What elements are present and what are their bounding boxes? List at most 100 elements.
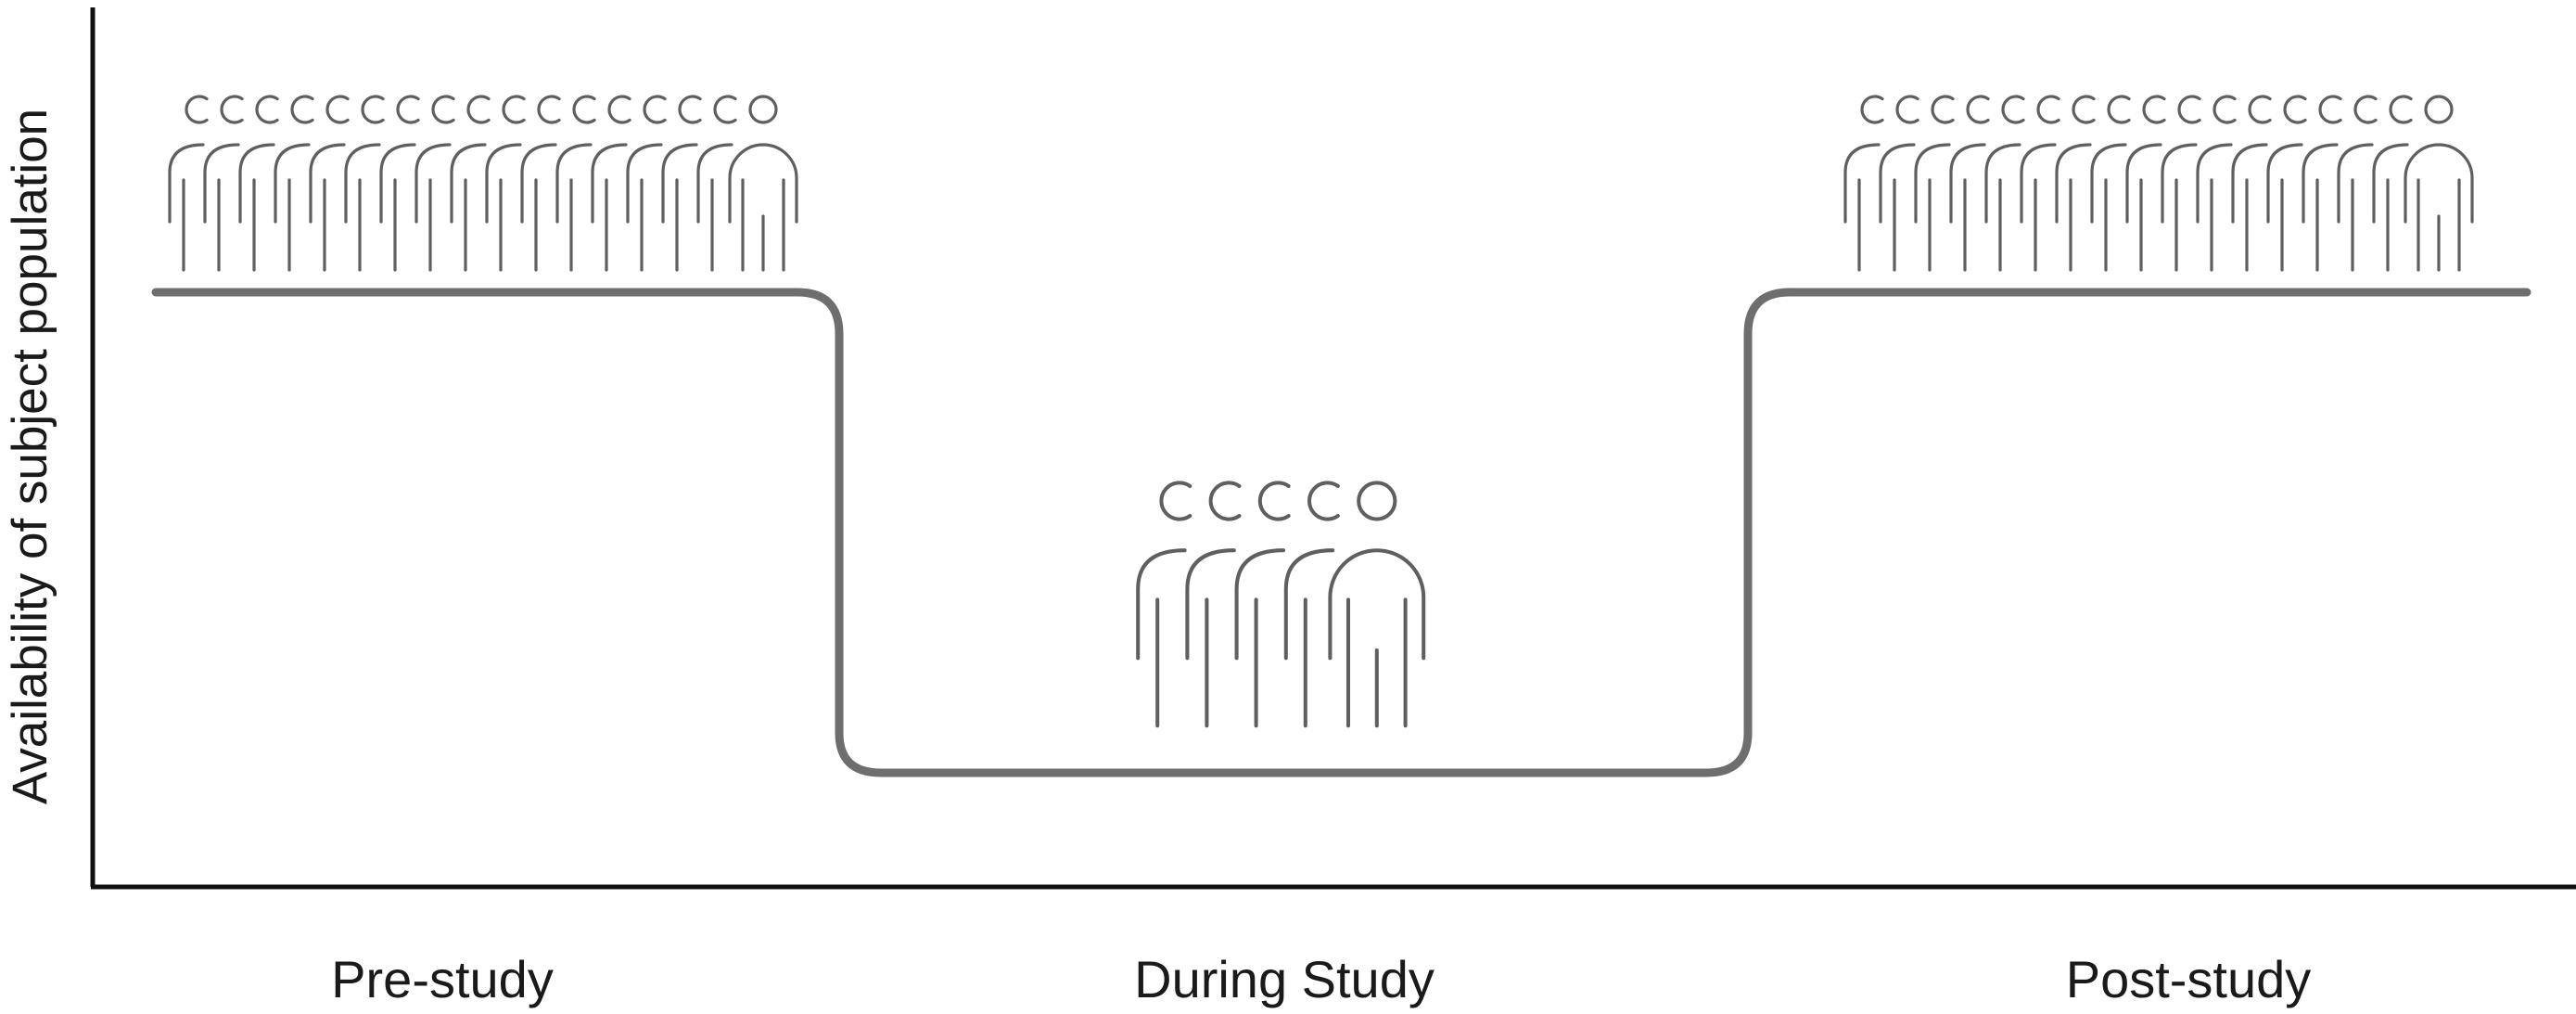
body-icon xyxy=(1984,143,2021,224)
person-icon xyxy=(2055,95,2096,272)
person-icon xyxy=(1949,95,1990,272)
phase-label-pre-study: Pre-study xyxy=(331,950,554,1008)
person-icon xyxy=(2196,95,2237,272)
head-icon xyxy=(1307,481,1340,521)
body-icon xyxy=(1328,548,1426,661)
person-icon xyxy=(2404,95,2474,272)
person-icon xyxy=(555,95,596,272)
body-icon xyxy=(1914,143,1951,224)
person-icon xyxy=(728,95,798,272)
body-icon xyxy=(520,143,557,224)
head-icon xyxy=(537,95,561,124)
person-icon xyxy=(2266,95,2307,272)
body-icon xyxy=(1185,548,1236,661)
head-icon xyxy=(1208,481,1242,521)
head-icon xyxy=(466,95,491,124)
head-icon xyxy=(2142,95,2166,124)
person-icon xyxy=(203,95,244,272)
person-icon xyxy=(626,95,667,272)
body-icon xyxy=(2404,143,2474,224)
crowd-during-study xyxy=(1136,481,1426,728)
body-icon xyxy=(2055,143,2092,224)
head-icon xyxy=(396,95,420,124)
head-icon xyxy=(2177,95,2201,124)
person-icon xyxy=(450,95,491,272)
person-icon xyxy=(238,95,279,272)
head-icon xyxy=(678,95,702,124)
head-icon xyxy=(361,95,385,124)
head-icon xyxy=(1159,481,1192,521)
body-icon xyxy=(626,143,663,224)
head-icon xyxy=(1860,95,1884,124)
axes xyxy=(90,7,2576,890)
head-icon xyxy=(2072,95,2096,124)
person-icon xyxy=(2090,95,2131,272)
person-icon xyxy=(1136,481,1192,728)
head-icon xyxy=(2213,95,2237,124)
head-icon xyxy=(2107,95,2131,124)
person-icon xyxy=(1234,481,1291,728)
person-icon xyxy=(1283,481,1340,728)
body-icon xyxy=(168,143,205,224)
availability-step-line xyxy=(151,288,2531,777)
body-icon xyxy=(696,143,733,224)
head-icon xyxy=(1966,95,1990,124)
body-icon xyxy=(728,143,798,224)
body-icon xyxy=(274,143,311,224)
body-icon xyxy=(238,143,275,224)
body-icon xyxy=(2231,143,2268,224)
body-icon xyxy=(661,143,698,224)
person-icon xyxy=(661,95,702,272)
person-icon xyxy=(1984,95,2025,272)
head-icon xyxy=(2353,95,2378,124)
person-icon xyxy=(309,95,350,272)
body-icon xyxy=(1879,143,1916,224)
person-icon xyxy=(1843,95,1884,272)
person-icon xyxy=(1185,481,1242,728)
body-icon xyxy=(1949,143,1986,224)
head-icon xyxy=(748,95,778,124)
y-axis-label: Availability of subject population xyxy=(3,109,57,804)
body-icon xyxy=(2125,143,2162,224)
head-icon xyxy=(2318,95,2342,124)
person-icon xyxy=(520,95,561,272)
person-icon xyxy=(274,95,314,272)
head-icon xyxy=(1357,481,1397,521)
body-icon xyxy=(1136,548,1187,661)
person-icon xyxy=(414,95,455,272)
body-icon xyxy=(2302,143,2339,224)
person-icon xyxy=(2231,95,2272,272)
person-icon xyxy=(2020,95,2060,272)
body-icon xyxy=(555,143,593,224)
body-icon xyxy=(2161,143,2198,224)
person-icon xyxy=(696,95,737,272)
head-icon xyxy=(290,95,314,124)
person-icon xyxy=(1328,481,1426,728)
body-icon xyxy=(203,143,240,224)
body-icon xyxy=(1283,548,1335,661)
head-icon xyxy=(185,95,209,124)
body-icon xyxy=(379,143,416,224)
head-icon xyxy=(255,95,279,124)
person-icon xyxy=(2302,95,2342,272)
head-icon xyxy=(2001,95,2025,124)
person-icon xyxy=(591,95,631,272)
phase-label-post-study: Post-study xyxy=(2066,950,2312,1008)
head-icon xyxy=(431,95,455,124)
head-icon xyxy=(502,95,526,124)
body-icon xyxy=(1843,143,1881,224)
person-icon xyxy=(168,95,209,272)
head-icon xyxy=(607,95,631,124)
crowd-pre-study xyxy=(168,95,798,272)
body-icon xyxy=(485,143,522,224)
head-icon xyxy=(2283,95,2307,124)
person-icon xyxy=(2125,95,2166,272)
head-icon xyxy=(220,95,244,124)
head-icon xyxy=(325,95,350,124)
head-icon xyxy=(2424,95,2454,124)
head-icon xyxy=(1257,481,1291,521)
body-icon xyxy=(344,143,381,224)
body-icon xyxy=(2090,143,2127,224)
person-icon xyxy=(2337,95,2378,272)
